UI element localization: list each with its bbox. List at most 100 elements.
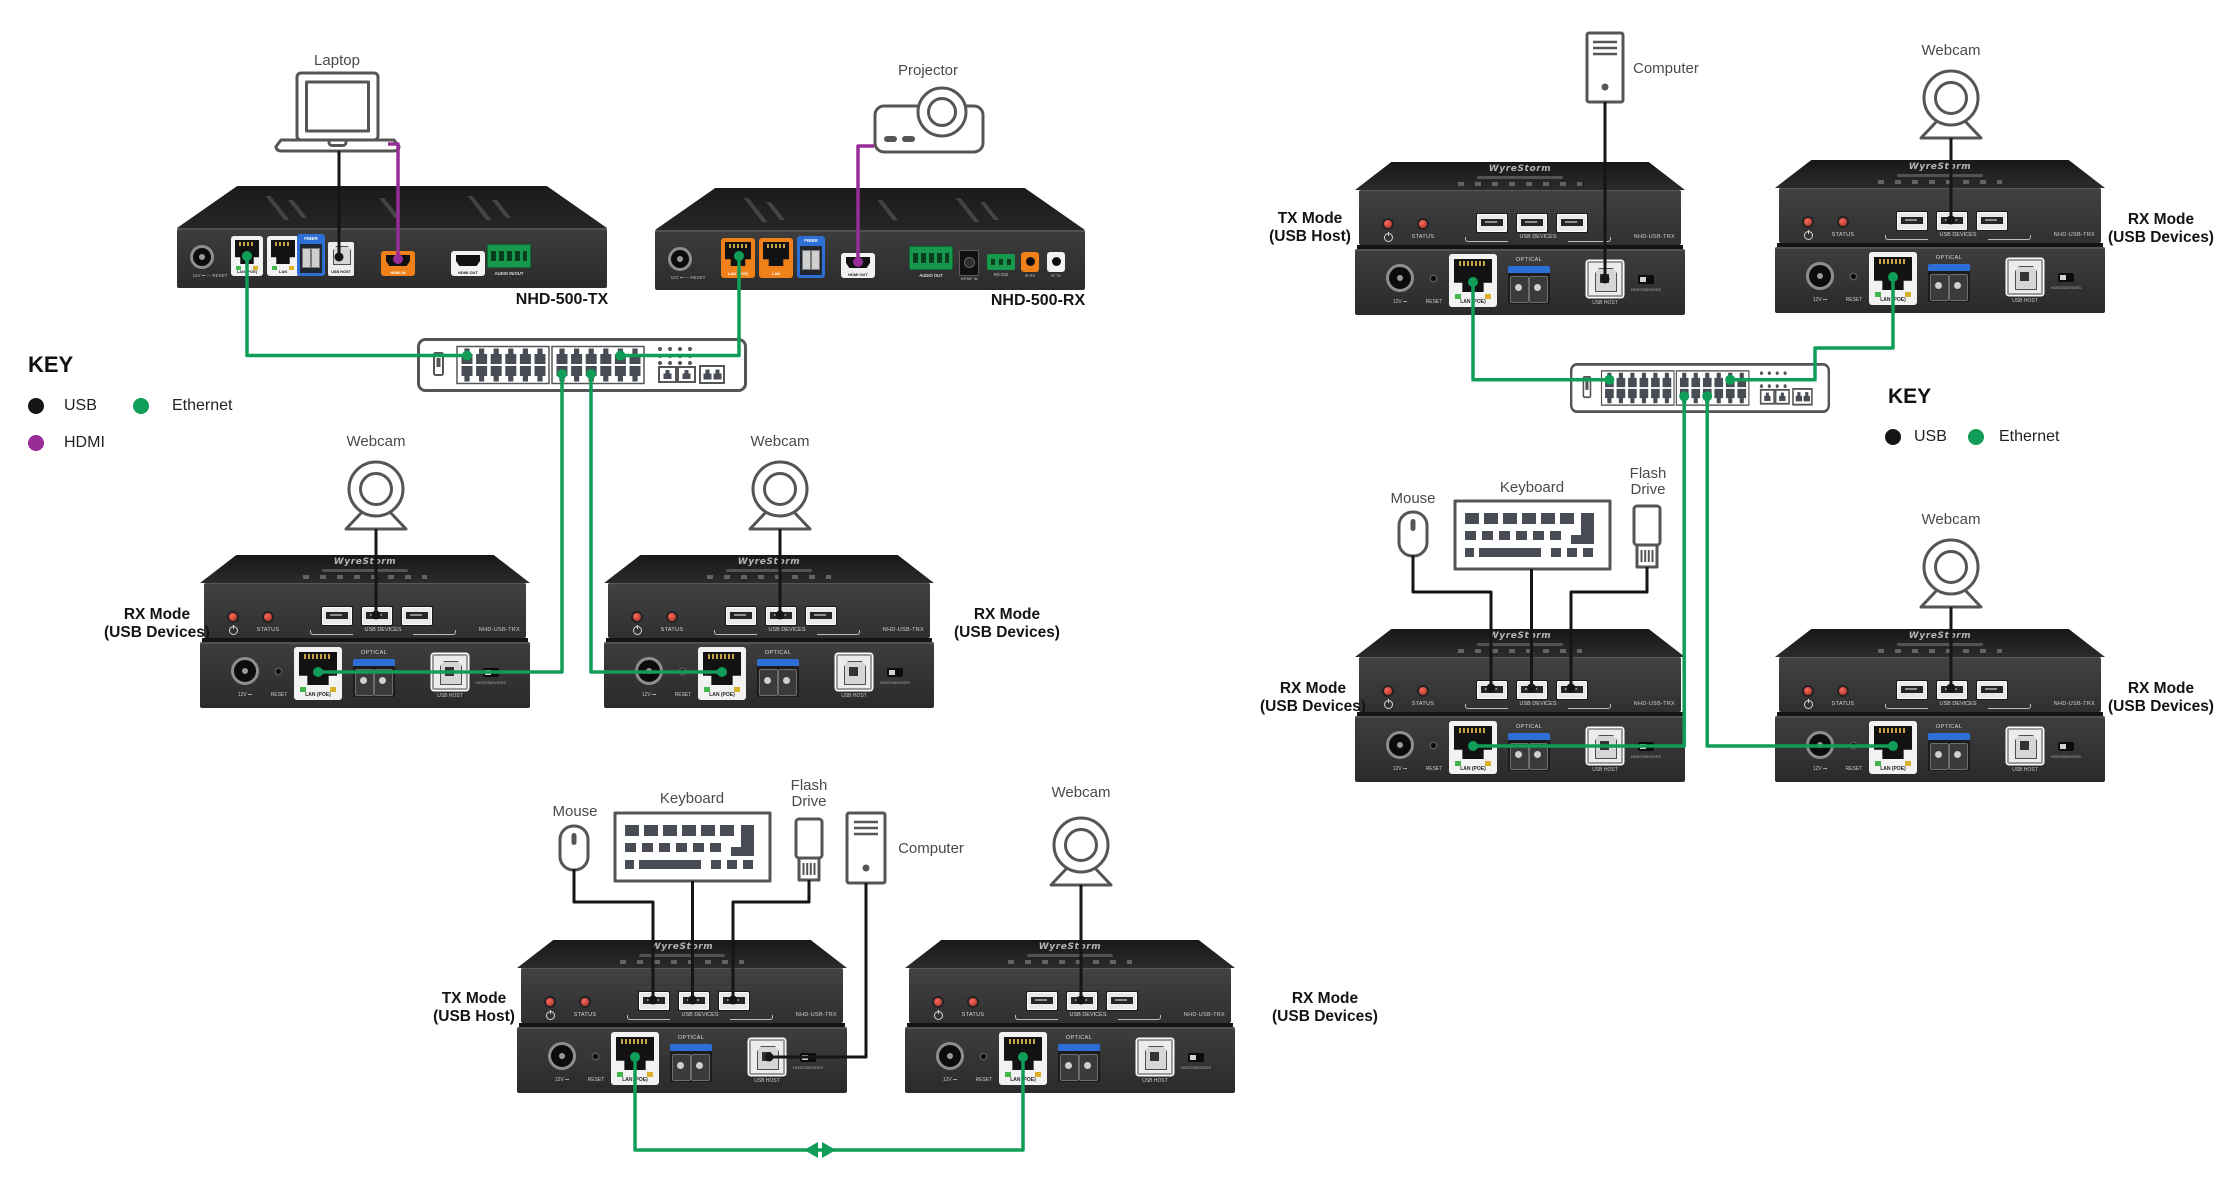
dc-power-jack (1386, 731, 1414, 759)
rj45-port (1605, 388, 1614, 404)
flash-drive-icon (794, 817, 824, 882)
optical-port (1508, 733, 1550, 771)
usb-devices-label: USB DEVICES (625, 1012, 775, 1022)
fiber-port: FIBER (297, 234, 325, 276)
mode-label-rx: RX Mode(USB Devices) (1260, 680, 1366, 715)
fiber-port: FIBER (797, 236, 825, 278)
extender-top-face: WyreStorm (1775, 629, 2105, 657)
cable-usb (1569, 567, 1649, 686)
led-dot (668, 347, 672, 351)
projector-label: Projector (897, 62, 959, 79)
rj45-port (629, 366, 641, 382)
rj45-port (476, 348, 488, 364)
model-label: NHD-USB-TRX (1633, 234, 1675, 240)
reset-pinhole (276, 669, 281, 674)
rj45-port (1639, 388, 1649, 404)
webcam-label: Webcam (346, 433, 406, 450)
rj45-port (490, 348, 502, 364)
rj45-port (505, 366, 517, 382)
led-dot (1775, 384, 1779, 388)
usb-devices-label: USB DEVICES (1013, 1012, 1163, 1022)
status-led (581, 998, 589, 1006)
led-dot (1767, 384, 1771, 388)
status-label: STATUS (961, 1012, 985, 1018)
rj45-port (1691, 388, 1701, 404)
ethernet-key-dot (133, 398, 149, 414)
extender-front-panel: STATUS USB DEVICES NHD-USB-TRX (1359, 190, 1681, 245)
power-icon (633, 625, 642, 635)
power-led (934, 998, 942, 1006)
extender-top-face: WyreStorm (604, 555, 934, 583)
rj45-port (1639, 372, 1649, 388)
status-led (1419, 687, 1427, 695)
rj45-port (1616, 388, 1626, 404)
mouse-label: Mouse (552, 803, 598, 820)
keyboard-label: Keyboard (659, 790, 725, 807)
host-device-switch (1188, 1053, 1204, 1062)
optical-port (1058, 1044, 1100, 1082)
ethernet-cables (242, 251, 1898, 1158)
led-dot (658, 347, 662, 351)
optical-port (353, 659, 395, 697)
rj45-port (614, 366, 626, 382)
rj45-port (1702, 372, 1712, 388)
power-led (229, 613, 237, 621)
usb-key-label: USB (1914, 428, 1947, 445)
rj45-port (490, 366, 502, 382)
rj45-port (534, 348, 546, 364)
mouse-icon (1397, 510, 1429, 558)
cable-usb (1411, 555, 1493, 686)
mouse-icon (558, 824, 590, 872)
rj45-port (534, 366, 546, 382)
rj45-port (1679, 372, 1689, 388)
rj45-port (1651, 388, 1660, 404)
nhd500-tx-label: NHD-500-TX (515, 291, 609, 308)
laptop-icon (274, 71, 401, 153)
keyboard-icon (613, 811, 772, 883)
led-dot (658, 361, 662, 365)
reset-pinhole (1851, 274, 1856, 279)
status-label: STATUS (573, 1012, 597, 1018)
cable-ethernet (620, 256, 741, 358)
rj45-port (1628, 372, 1637, 388)
reset-pinhole (1431, 743, 1436, 748)
ethernet-key-label: Ethernet (1999, 428, 2060, 445)
dc-power-jack (548, 1042, 576, 1070)
extender-top-face: WyreStorm (517, 940, 847, 968)
extender-rear-panel: 12V ⎓ RESET LAN (POE) OPTICAL USB HOST H… (1355, 716, 1685, 782)
usb-a-port (402, 607, 432, 625)
led-dot (1783, 384, 1787, 388)
led-dot (678, 361, 682, 365)
usb-a-port (1027, 992, 1057, 1010)
power-led (1804, 218, 1812, 226)
usb-devices-label: USB DEVICES (1463, 701, 1613, 711)
power-icon (229, 625, 238, 635)
usb-a-port (322, 607, 352, 625)
mode-label-tx: TX Mode(USB Host) (1269, 210, 1351, 245)
power-icon (1384, 232, 1393, 242)
model-label: NHD-USB-TRX (2053, 701, 2095, 707)
rj45-port (461, 366, 473, 382)
led-dot (668, 361, 672, 365)
usb-host-port (1137, 1039, 1173, 1075)
hdmi-key-dot (28, 435, 44, 451)
extender-front-panel: STATUS USB DEVICES NHD-USB-TRX (1779, 657, 2101, 712)
projector-icon (873, 86, 985, 154)
led-dot (688, 361, 692, 365)
optical-port (757, 659, 799, 697)
rj45-port (600, 348, 612, 364)
led-dot (1783, 371, 1787, 376)
brand-logo: WyreStorm (1488, 631, 1552, 641)
status-label: STATUS (1411, 701, 1435, 707)
power-led (1804, 687, 1812, 695)
extender-rear-panel: 12V ⎓ RESET LAN (POE) OPTICAL USB HOST H… (604, 642, 934, 708)
keyboard-label: Keyboard (1499, 479, 1565, 496)
arrow-right (822, 1142, 836, 1158)
usb-host-port (836, 654, 872, 690)
model-label: NHD-USB-TRX (478, 627, 520, 633)
usb-devices-label: USB DEVICES (1883, 232, 2033, 242)
dc-power-jack (936, 1042, 964, 1070)
usb-extender-rx-bottom: WyreStorm STATUS USB DEVICES NHD-USB-TRX… (905, 940, 1235, 1095)
rj45-port (1725, 388, 1735, 404)
